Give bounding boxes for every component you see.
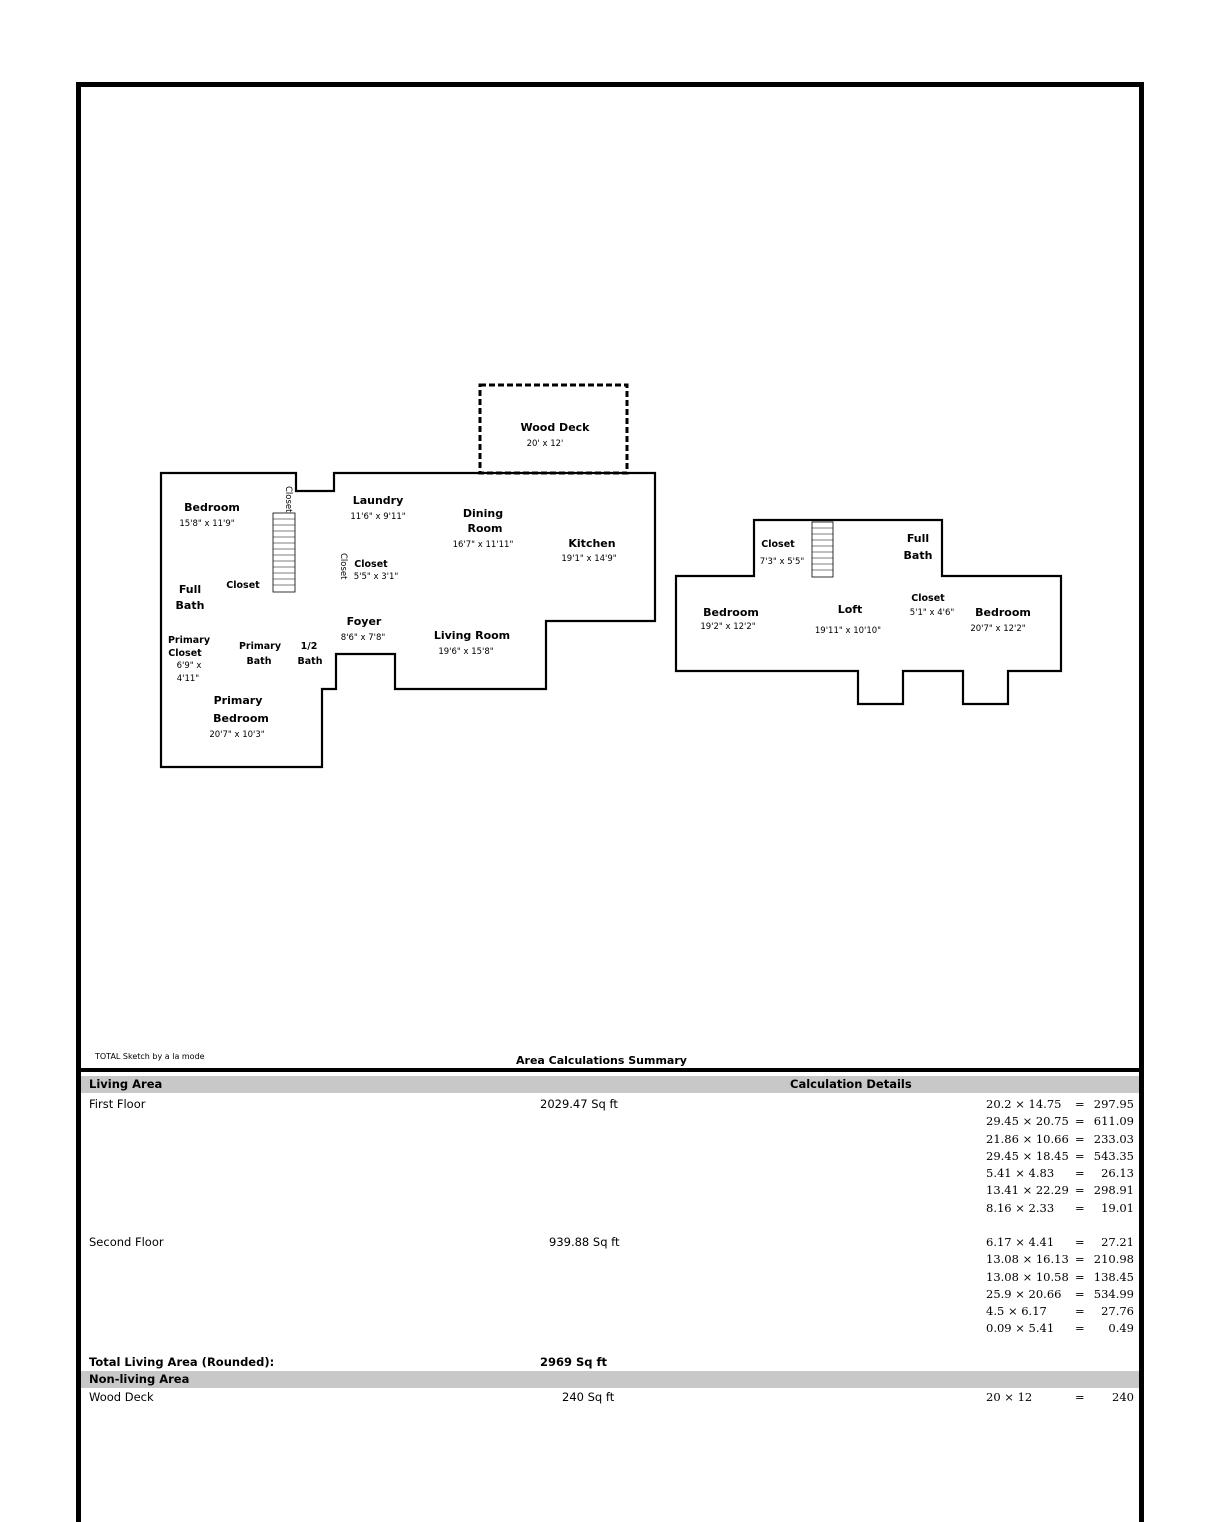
room-dining-dim: 16'7" x 11'11" [453, 540, 514, 550]
deck-dim: 20' x 12' [527, 439, 564, 449]
calc-details-label: Calculation Details [790, 1077, 912, 1091]
room-laundry-dim: 11'6" x 9'11" [350, 512, 405, 522]
second-floor-stairs [811, 521, 834, 578]
second-floor-area: 939.88 Sq ft [549, 1235, 620, 1249]
summary-rule [81, 1068, 1139, 1072]
sf-bedroom-left-name: Bedroom [703, 606, 759, 619]
room-living-name: Living Room [434, 629, 510, 642]
room-primary-bedroom-name-2: Bedroom [213, 712, 269, 725]
calc-line: 4.5 × 6.17=27.76 [986, 1304, 1134, 1319]
calc-line: 0.09 × 5.41=0.49 [986, 1321, 1134, 1336]
first-floor-outline [159, 471, 657, 769]
sf-closet-2-dim: 5'1" x 4'6" [910, 608, 955, 618]
room-full-bath-name-1: Full [179, 583, 201, 596]
sf-closet-2-name: Closet [911, 593, 945, 604]
calc-line: 20 × 12=240 [986, 1390, 1134, 1404]
wood-deck-area: 240 Sq ft [562, 1390, 615, 1404]
room-primary-closet-name-1: Primary [168, 635, 211, 646]
room-dining-name-2: Room [467, 522, 502, 535]
second-floor-calcs: 6.17 × 4.41=27.21 13.08 × 16.13=210.98 1… [986, 1235, 1134, 1339]
sf-full-bath-name-2: Bath [904, 549, 933, 562]
room-primary-bedroom-dim: 20'7" x 10'3" [209, 730, 264, 740]
sf-loft-dim: 19'11" x 10'10" [815, 626, 881, 636]
room-foyer-name: Foyer [347, 615, 382, 628]
vertical-closet-2: Closet [338, 553, 348, 580]
page-frame [76, 82, 1144, 1522]
total-living-value: 2969 Sq ft [540, 1355, 608, 1369]
calc-line: 5.41 × 4.83=26.13 [986, 1166, 1134, 1181]
room-primary-bath-name-1: Primary [239, 641, 282, 652]
floor-plan-sketch: Wood Deck 20' x 12' Bedroom 15'8" x 11'9… [159, 383, 1063, 769]
room-full-bath-name-2: Bath [176, 599, 205, 612]
second-floor-outline [674, 518, 1063, 706]
room-primary-closet-dim-2: 4'11" [177, 674, 200, 684]
room-half-bath-name-1: 1/2 [301, 641, 318, 652]
calc-line: 13.41 × 22.29=298.91 [986, 1183, 1134, 1198]
room-foyer-dim: 8'6" x 7'8" [341, 633, 386, 643]
total-living-label: Total Living Area (Rounded): [89, 1355, 275, 1369]
room-primary-bath-name-2: Bath [247, 656, 272, 667]
room-closet-b-dim: 5'5" x 3'1" [354, 572, 399, 582]
wood-deck-calc: 20 × 12=240 [986, 1390, 1134, 1407]
sf-bedroom-right-name: Bedroom [975, 606, 1031, 619]
calc-line: 6.17 × 4.41=27.21 [986, 1235, 1134, 1249]
first-floor-calcs: 20.2 × 14.75=297.95 29.45 × 20.75=611.09… [986, 1097, 1134, 1218]
calc-line: 25.9 × 20.66=534.99 [986, 1286, 1134, 1301]
calc-line: 29.45 × 18.45=543.35 [986, 1148, 1134, 1163]
nonliving-label: Non-living Area [89, 1372, 190, 1386]
room-kitchen-name: Kitchen [568, 537, 615, 550]
calc-line: 29.45 × 20.75=611.09 [986, 1114, 1134, 1129]
sf-bedroom-left-dim: 19'2" x 12'2" [700, 622, 755, 632]
deck-name: Wood Deck [521, 421, 591, 434]
sf-bedroom-right-dim: 20'7" x 12'2" [970, 624, 1025, 634]
summary-title: Area Calculations Summary [516, 1054, 687, 1067]
room-dining-name-1: Dining [463, 507, 503, 520]
room-living-dim: 19'6" x 15'8" [438, 647, 493, 657]
sf-loft-name: Loft [838, 603, 863, 616]
calc-line: 13.08 × 10.58=138.45 [986, 1269, 1134, 1284]
room-primary-bedroom-name-1: Primary [214, 694, 263, 707]
nonliving-header: Non-living Area [81, 1371, 1139, 1388]
first-floor-area: 2029.47 Sq ft [540, 1097, 618, 1111]
living-area-label: Living Area [89, 1077, 163, 1091]
room-kitchen-dim: 19'1" x 14'9" [561, 554, 616, 564]
room-laundry-name: Laundry [353, 494, 404, 507]
first-floor-stairs [272, 512, 296, 593]
sf-closet-dim: 7'3" x 5'5" [760, 557, 805, 567]
room-bedroom-name: Bedroom [184, 501, 240, 514]
wood-deck-label: Wood Deck [89, 1390, 154, 1404]
calc-line: 21.86 × 10.66=233.03 [986, 1131, 1134, 1146]
room-primary-closet-name-2: Closet [168, 648, 202, 659]
calc-line: 8.16 × 2.33=19.01 [986, 1200, 1134, 1215]
first-floor-label: First Floor [89, 1097, 146, 1111]
room-closet-b-name: Closet [354, 559, 388, 570]
second-floor-label: Second Floor [89, 1235, 164, 1249]
room-closet-a-name: Closet [226, 580, 260, 591]
sketch-credit: TOTAL Sketch by a la mode [95, 1052, 205, 1061]
calc-line: 20.2 × 14.75=297.95 [986, 1097, 1134, 1111]
living-area-header: Living Area Calculation Details [81, 1076, 1139, 1093]
sf-closet-name: Closet [761, 539, 795, 550]
room-half-bath-name-2: Bath [298, 656, 323, 667]
sf-full-bath-name-1: Full [907, 532, 929, 545]
calc-line: 13.08 × 16.13=210.98 [986, 1252, 1134, 1267]
vertical-closet-1: Closet [283, 486, 293, 513]
room-primary-closet-dim-1: 6'9" x [177, 661, 202, 671]
room-bedroom-dim: 15'8" x 11'9" [179, 519, 234, 529]
